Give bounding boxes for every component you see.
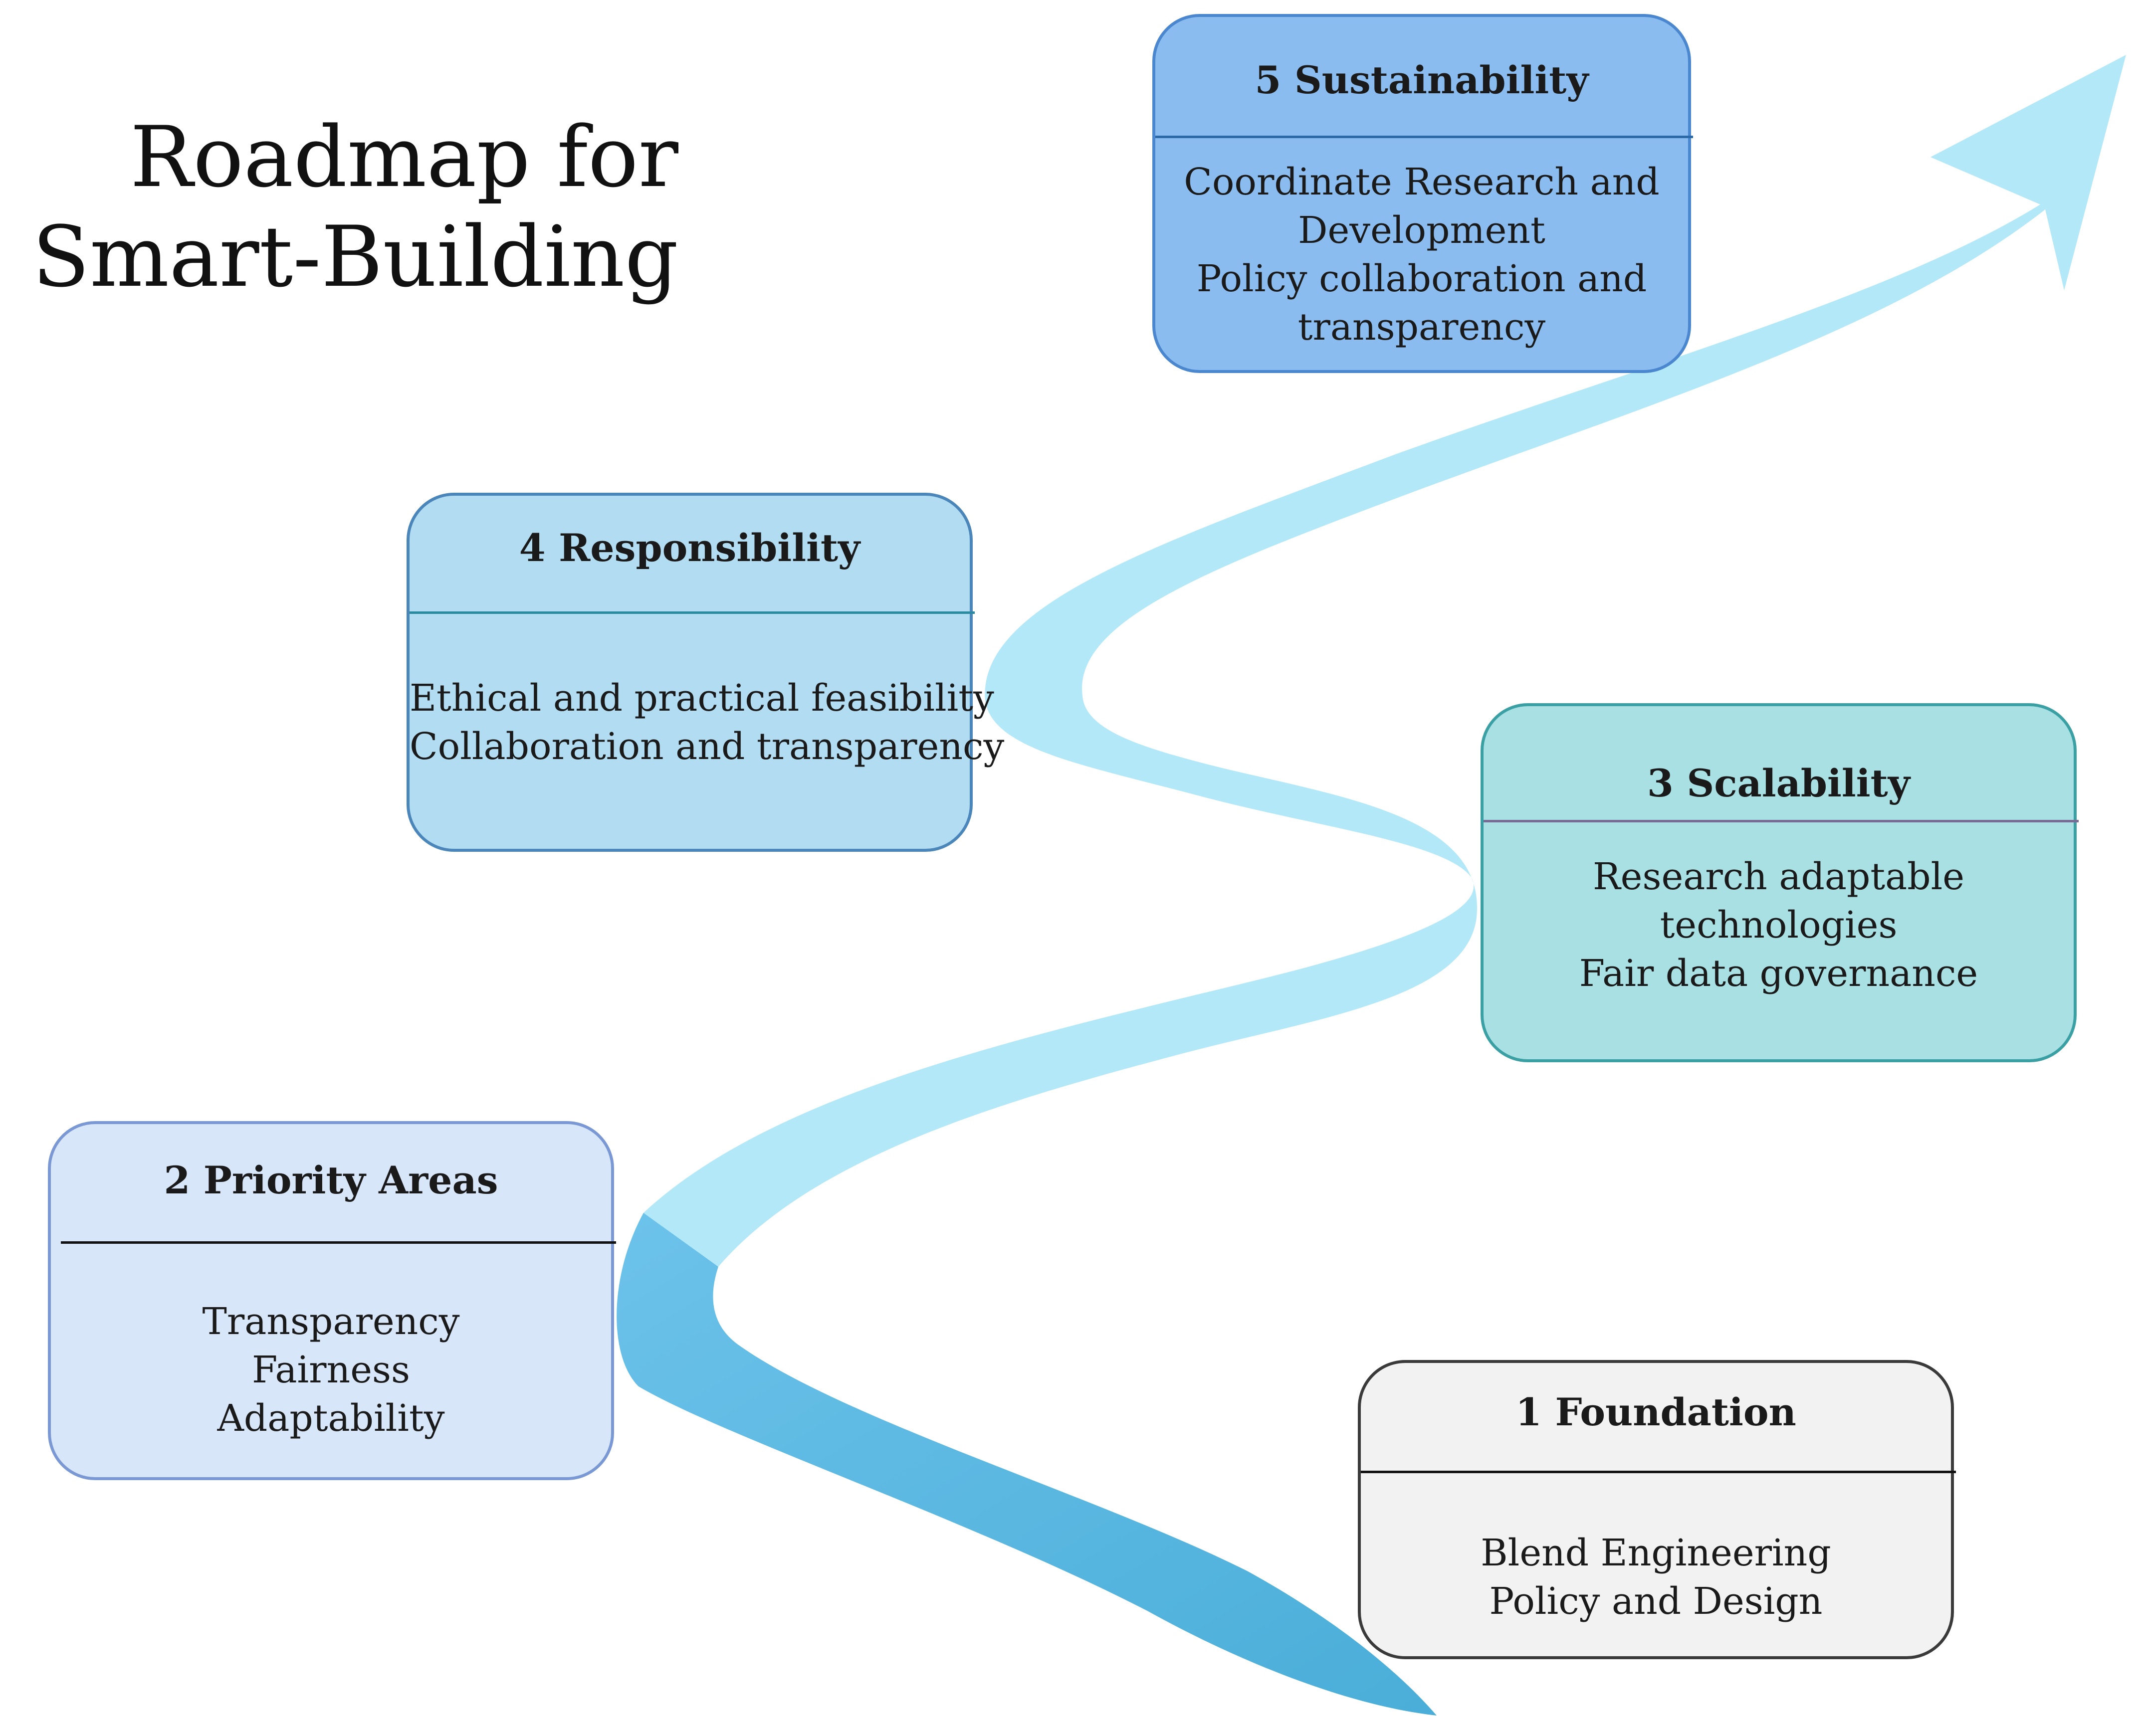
- stage-1-heading: 1 Foundation: [1515, 1390, 1796, 1434]
- road-upper-band: [643, 55, 2126, 1267]
- road-lower-band: [617, 1213, 1437, 1716]
- stage-4-heading: 4 Responsibility: [519, 526, 860, 570]
- stage-2-line: Fairness: [252, 1349, 410, 1391]
- stage-3-body: Research adaptable technologies Fair dat…: [1484, 853, 2074, 998]
- stage-5-body: Coordinate Research and Development Poli…: [1155, 158, 1688, 352]
- stage-2-body: Transparency Fairness Adaptability: [51, 1298, 611, 1443]
- stage-4-responsibility-card: 4 Responsibility Ethical and practical f…: [407, 493, 1005, 852]
- stage-1-foundation-card: 1 Foundation Blend Engineering Policy an…: [1358, 1360, 1956, 1659]
- stage-3-scalability-card: 3 Scalability Research adaptable technol…: [1481, 703, 2079, 1062]
- stage-1-divider: [1361, 1471, 1956, 1473]
- stage-3-divider: [1484, 820, 2079, 822]
- stage-5-heading: 5 Sustainability: [1255, 58, 1589, 102]
- title-line-2: Smart-Building: [32, 208, 678, 306]
- stage-4-line: Ethical and practical feasibility: [410, 677, 994, 720]
- stage-5-divider: [1155, 136, 1693, 138]
- stage-3-line: technologies: [1660, 904, 1898, 947]
- stage-5-line: Development: [1298, 209, 1545, 252]
- stage-4-line: Collaboration and transparency: [410, 725, 1005, 768]
- stage-3-line: Research adaptable: [1592, 855, 1965, 898]
- stage-4-divider: [410, 611, 975, 614]
- stage-4-body: Ethical and practical feasibility Collab…: [410, 674, 1005, 771]
- stage-3-line: Fair data governance: [1579, 952, 1978, 995]
- stage-5-sustainability-card: 5 Sustainability Coordinate Research and…: [1152, 14, 1693, 373]
- stage-2-line: Adaptability: [217, 1397, 445, 1440]
- stage-2-line: Transparency: [202, 1300, 460, 1343]
- stage-1-line: Policy and Design: [1489, 1580, 1823, 1623]
- page-title: Roadmap for Smart-Building: [20, 107, 678, 307]
- stage-1-line: Blend Engineering: [1481, 1532, 1831, 1574]
- title-line-1: Roadmap for: [130, 108, 678, 206]
- stage-5-line: transparency: [1297, 306, 1546, 349]
- stage-3-heading: 3 Scalability: [1647, 761, 1910, 805]
- stage-2-priority-areas-card: 2 Priority Areas Transparency Fairness A…: [48, 1121, 616, 1480]
- stage-1-body: Blend Engineering Policy and Design: [1361, 1529, 1951, 1626]
- stage-2-divider: [61, 1241, 616, 1244]
- stage-2-heading: 2 Priority Areas: [164, 1158, 498, 1202]
- stage-5-line: Policy collaboration and: [1196, 257, 1647, 300]
- stage-5-line: Coordinate Research and: [1184, 161, 1660, 203]
